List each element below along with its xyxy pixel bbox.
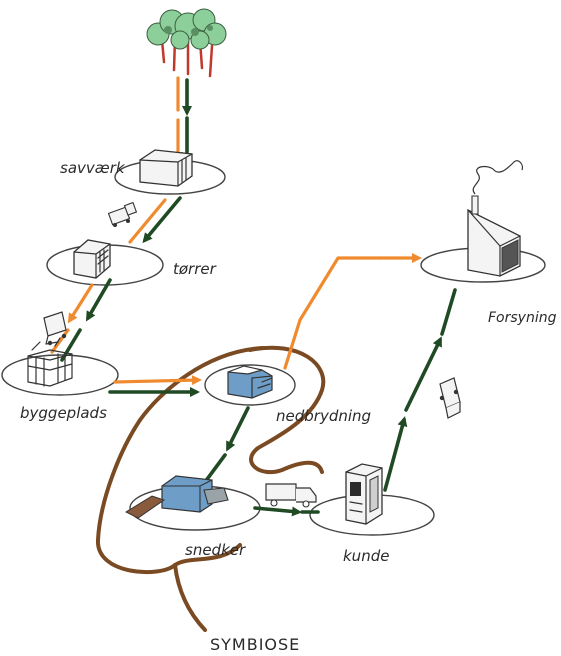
trees-icon bbox=[147, 9, 226, 76]
construction-disc bbox=[2, 355, 118, 395]
orange-flow bbox=[52, 78, 418, 382]
sawmill-label: savværk bbox=[60, 159, 126, 177]
truck-icon bbox=[44, 312, 66, 345]
incinerator-plant-icon bbox=[468, 161, 522, 276]
incineration-label: Forsyning bbox=[488, 310, 557, 326]
cabinet-icon bbox=[346, 464, 382, 524]
symbiosis-label: SYMBIOSE bbox=[210, 635, 300, 654]
carpenter-label: snedker bbox=[185, 541, 246, 559]
truck-icon bbox=[440, 378, 460, 418]
construction-site-label: byggeplads bbox=[20, 404, 107, 422]
truck-icon bbox=[108, 203, 136, 227]
drying-label: tørrer bbox=[173, 260, 217, 278]
truck-icon bbox=[266, 484, 316, 507]
sawmill-building-icon bbox=[140, 150, 192, 186]
customer-label: kunde bbox=[343, 547, 389, 565]
demolition-label: nedbrydning bbox=[276, 407, 371, 425]
